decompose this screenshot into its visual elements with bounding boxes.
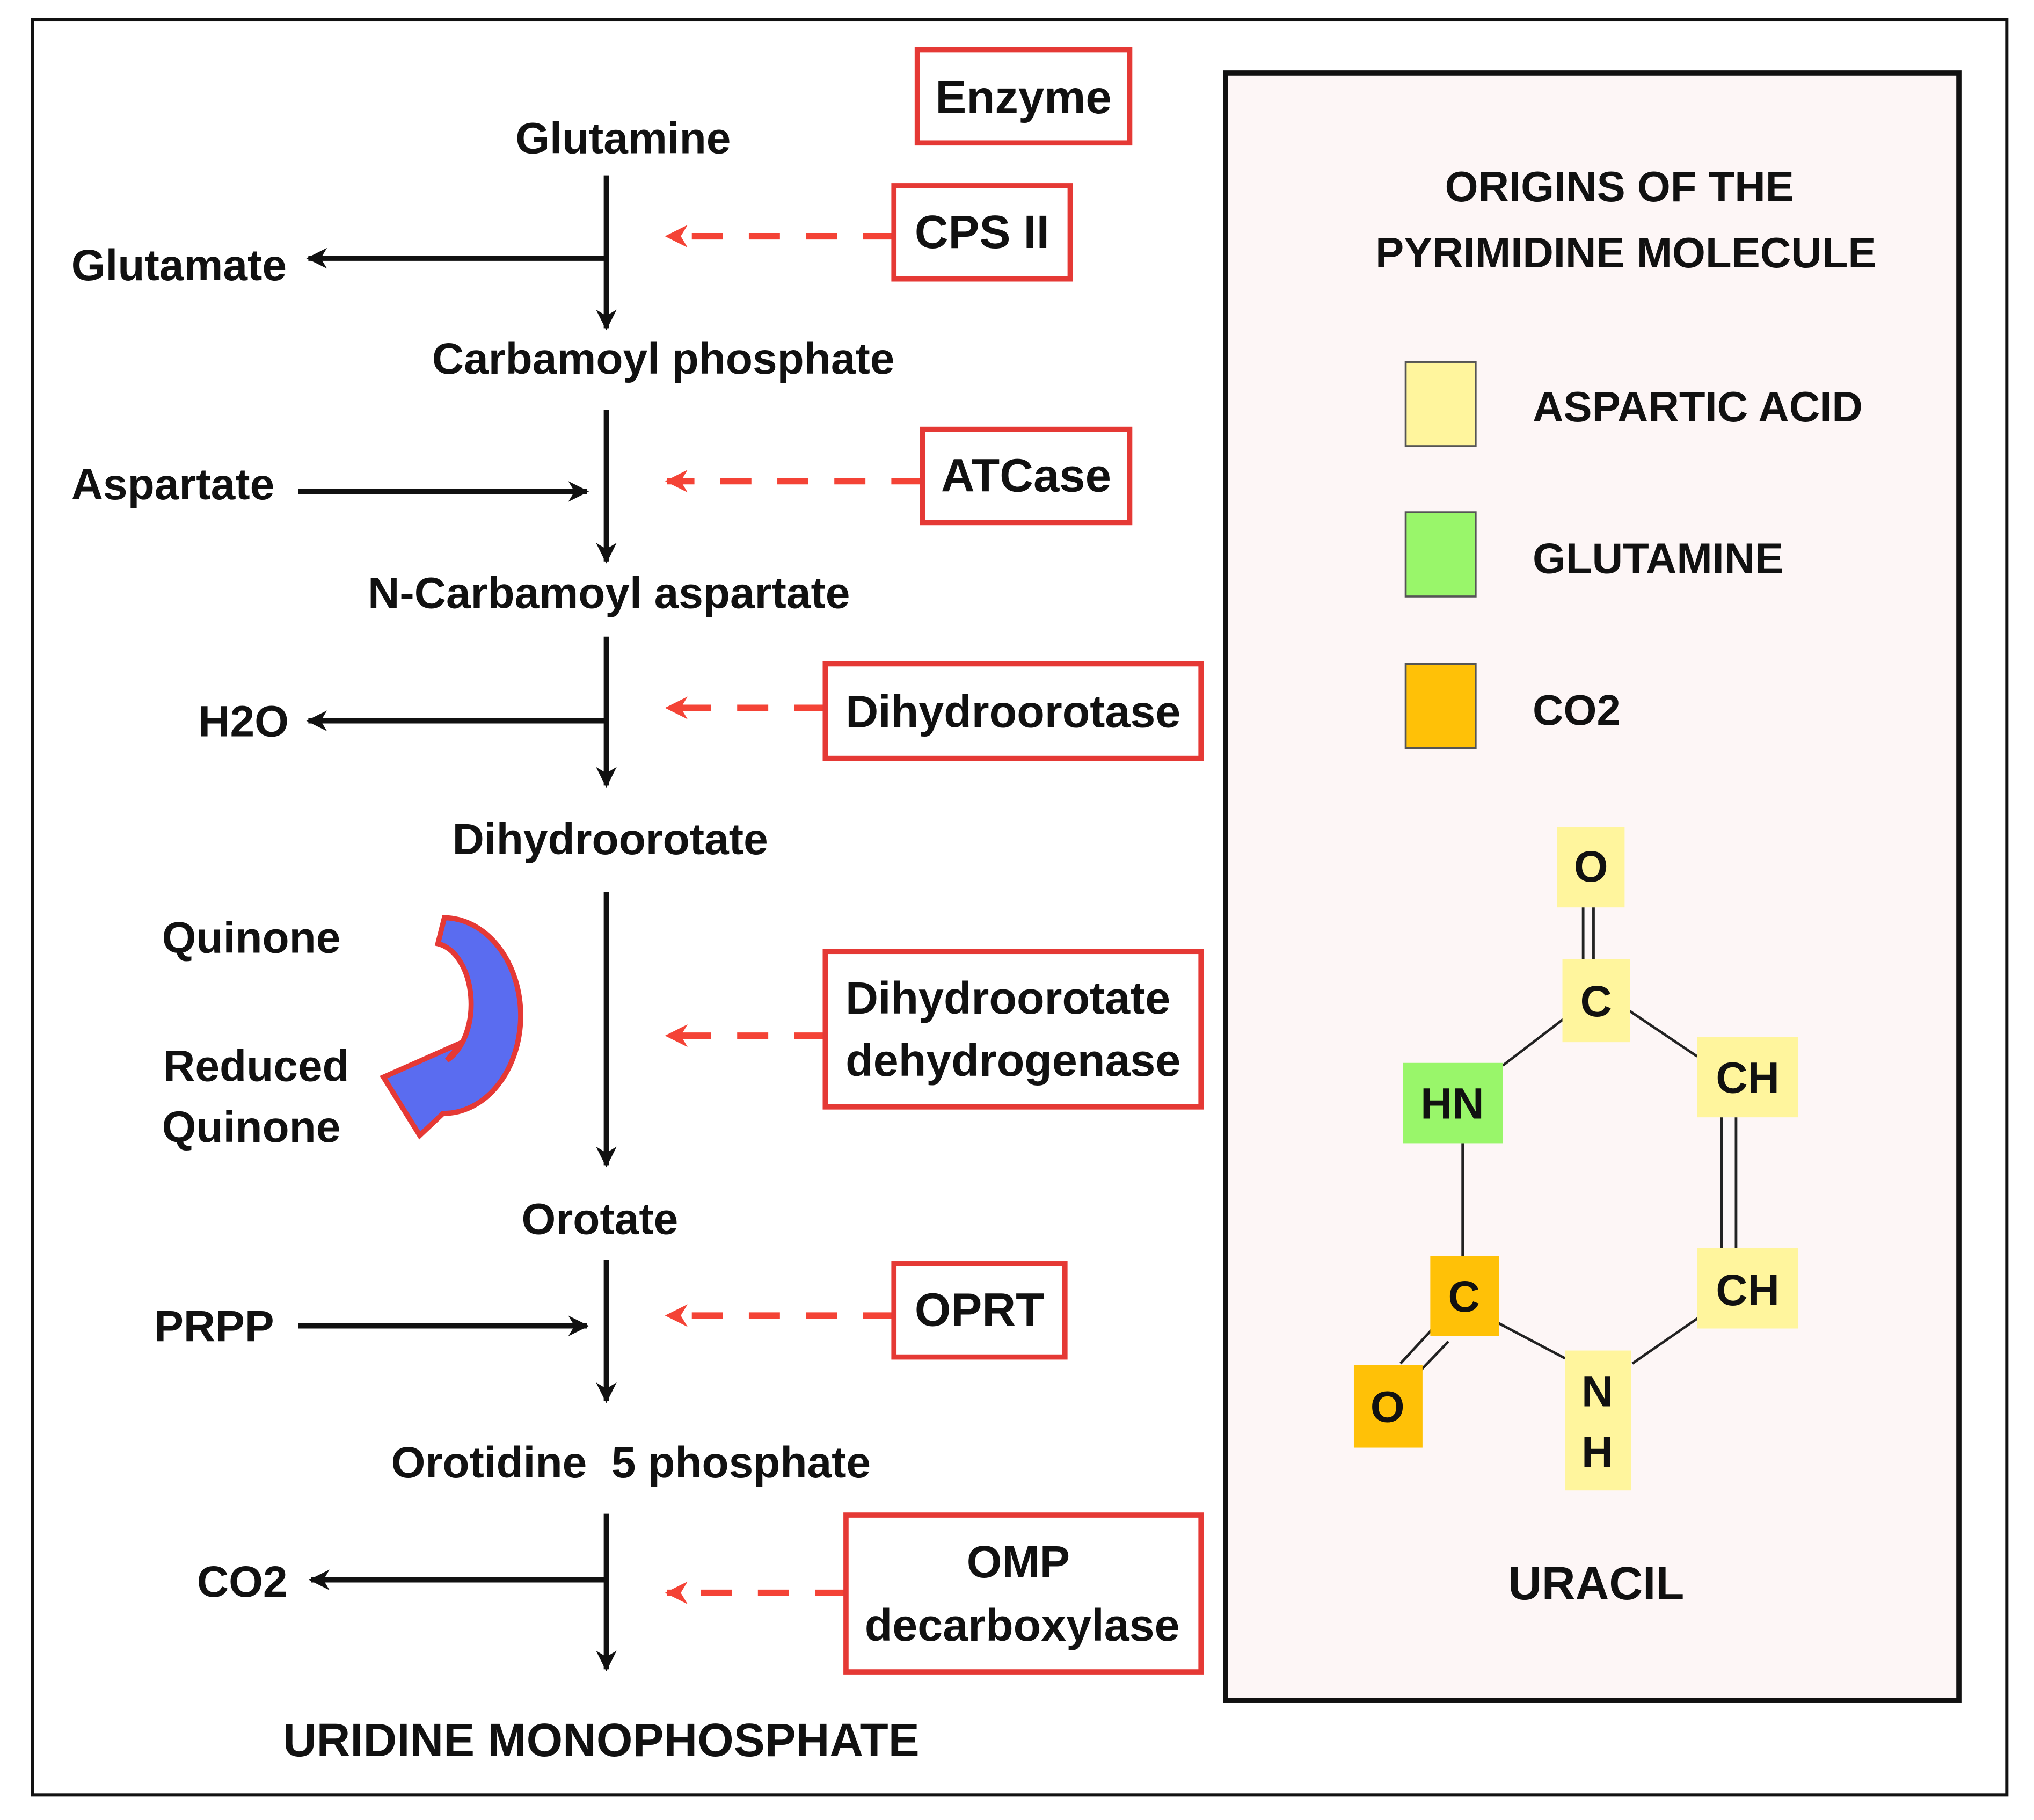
enzyme-header-box: Enzyme [914, 47, 1133, 146]
atom-ch-upper: CH [1697, 1037, 1798, 1118]
enzyme-label-dhodh-line2: dehydrogenase [845, 1035, 1180, 1086]
label-reduced-quinone-line2: Quinone [162, 1103, 341, 1152]
enzyme-label-dhodh-line1: Dihydroorotate [845, 973, 1170, 1023]
enzyme-arrows [665, 224, 923, 1604]
metabolite-orotidine-5-phosphate: Orotidine 5 phosphate [391, 1438, 871, 1487]
enzyme-label-atcase: ATCase [941, 449, 1111, 501]
label-co2: CO2 [197, 1557, 288, 1606]
quinone-cycle-arrow [380, 915, 523, 1140]
svg-text:CH: CH [1716, 1053, 1780, 1102]
atom-c-top: C [1562, 959, 1630, 1043]
svg-text:O: O [1370, 1382, 1405, 1431]
metabolite-uridine-monophosphate: URIDINE MONOPHOSPHATE [283, 1714, 920, 1766]
atom-o-top: O [1557, 827, 1625, 908]
legend-label-co2: CO2 [1533, 686, 1621, 734]
label-reduced-quinone-line1: Reduced [163, 1042, 349, 1091]
label-quinone: Quinone [162, 914, 341, 963]
enzyme-label-omp-line2: decarboxylase [865, 1600, 1180, 1650]
legend-label-glutamine: GLUTAMINE [1533, 535, 1783, 583]
atom-nh: N H [1565, 1350, 1631, 1491]
atom-o-left: O [1353, 1365, 1423, 1448]
enzyme-box-omp-decarboxylase: OMP decarboxylase [843, 1512, 1204, 1675]
svg-text:C: C [1580, 977, 1612, 1026]
molecule-name-uracil: URACIL [1508, 1557, 1684, 1610]
metabolite-orotate: Orotate [522, 1195, 679, 1243]
metabolite-dihydroorotate: Dihydroorotate [453, 815, 768, 864]
side-arrows [298, 247, 607, 1591]
atom-h-label: H [1581, 1428, 1613, 1477]
atom-c-left: C [1430, 1256, 1499, 1337]
svg-text:CH: CH [1716, 1266, 1780, 1315]
origins-title-line2: PYRIMIDINE MOLECULE [1375, 229, 1876, 276]
svg-text:C: C [1448, 1272, 1479, 1321]
label-h2o: H2O [198, 697, 289, 746]
origins-panel: ORIGINS OF THE PYRIMIDINE MOLECULE ASPAR… [1223, 70, 1962, 1703]
metabolite-n-carbamoyl-aspartate: N-Carbamoyl aspartate [368, 569, 850, 618]
atom-n-label: N [1581, 1367, 1613, 1416]
enzyme-label-cps2: CPS II [915, 206, 1049, 258]
atom-hn: HN [1403, 1062, 1503, 1144]
legend-swatch-aspartic-acid [1404, 361, 1477, 447]
enzyme-label-omp-line1: OMP [967, 1537, 1070, 1587]
enzyme-box-oprt: OPRT [891, 1261, 1068, 1360]
metabolite-carbamoyl-phosphate: Carbamoyl phosphate [432, 334, 895, 383]
label-aspartate: Aspartate [71, 460, 274, 509]
enzyme-header-label: Enzyme [935, 71, 1111, 123]
enzyme-box-dhodh: Dihydroorotate dehydrogenase [822, 949, 1204, 1110]
enzyme-box-atcase: ATCase [920, 426, 1133, 526]
svg-text:O: O [1574, 842, 1608, 891]
enzyme-box-cps2: CPS II [891, 183, 1073, 282]
enzyme-box-dihydroorotase: Dihydroorotase [822, 661, 1204, 761]
metabolite-glutamine: Glutamine [515, 114, 731, 163]
legend-swatch-co2 [1404, 663, 1477, 749]
label-glutamate: Glutamate [71, 241, 287, 290]
enzyme-label-oprt: OPRT [915, 1284, 1044, 1336]
origins-title-line1: ORIGINS OF THE [1445, 163, 1794, 210]
svg-text:HN: HN [1420, 1080, 1484, 1129]
legend-swatch-glutamine [1404, 511, 1477, 598]
legend-label-aspartic-acid: ASPARTIC ACID [1533, 383, 1863, 431]
uracil-bonds [1399, 907, 1738, 1375]
enzyme-label-dihydroorotase: Dihydroorotase [845, 687, 1180, 737]
atom-ch-lower: CH [1697, 1248, 1798, 1329]
label-prpp: PRPP [154, 1302, 274, 1351]
